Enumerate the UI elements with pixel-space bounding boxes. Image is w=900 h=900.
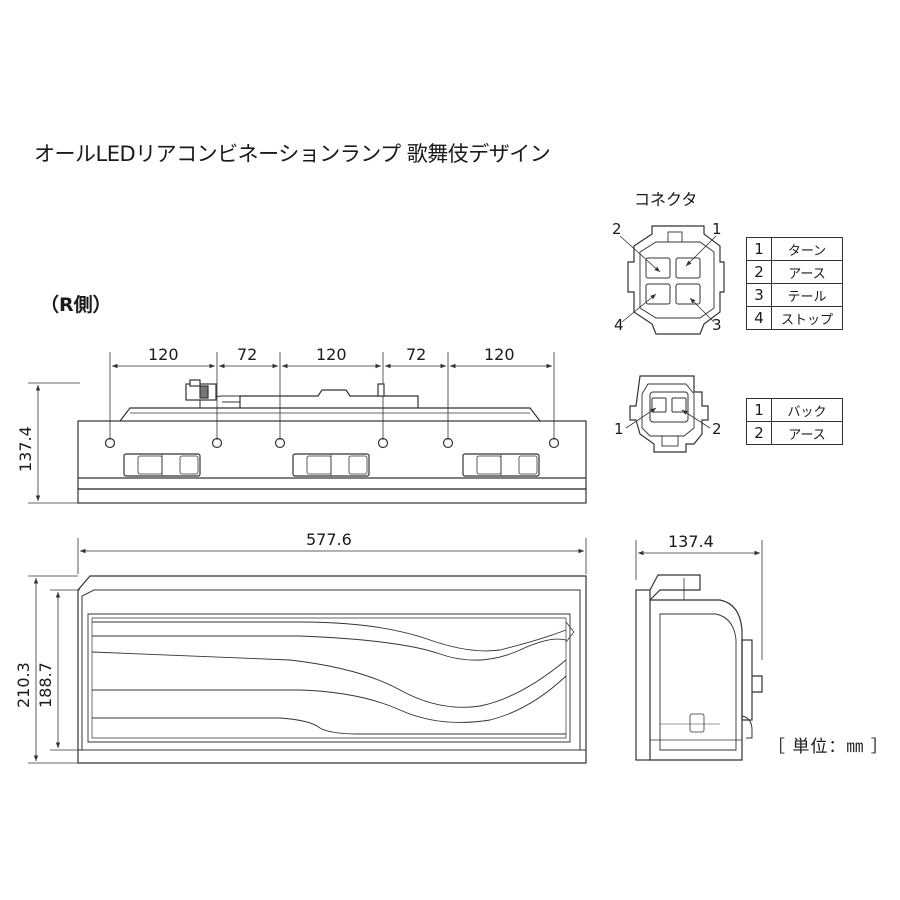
pin-function: ターン — [771, 237, 843, 261]
four-pin-callout-2: 2 — [612, 220, 622, 238]
four-pin-callout-1: 1 — [712, 220, 722, 238]
table-row: 4 ストップ — [746, 306, 843, 330]
table-row: 3 テール — [746, 283, 843, 307]
dim-front-height-outer: 210.3 — [14, 662, 33, 708]
pin-number: 2 — [746, 421, 772, 445]
top-view — [28, 352, 587, 504]
four-pin-connector — [619, 225, 725, 335]
four-pin-callout-3: 3 — [712, 316, 722, 334]
connector-title: コネクタ — [634, 190, 698, 209]
dim-spacing-1: 120 — [148, 345, 179, 364]
table-row: 1 バック — [746, 398, 843, 422]
page-title: オールLEDリアコンビネーションランプ 歌舞伎デザイン — [34, 142, 551, 166]
pin-function: アース — [771, 421, 843, 445]
pin-number: 3 — [746, 283, 772, 307]
front-view — [28, 538, 587, 764]
unit-note: ［ 単位：㎜ ］ — [768, 737, 889, 757]
pin-function: アース — [771, 260, 843, 284]
side-view — [635, 540, 763, 761]
side-label: （R側） — [40, 294, 112, 316]
two-pin-callout-2: 2 — [712, 420, 722, 438]
dim-spacing-3: 120 — [316, 345, 347, 364]
two-pin-connector — [625, 375, 711, 453]
dim-top-height: 137.4 — [16, 426, 35, 472]
two-pin-callout-1: 1 — [614, 420, 624, 438]
dim-spacing-5: 120 — [484, 345, 515, 364]
table-row: 2 アース — [746, 260, 843, 284]
pin-number: 1 — [746, 398, 772, 422]
dim-front-width: 577.6 — [306, 530, 352, 549]
four-pin-table: 1 ターン 2 アース 3 テール 4 ストップ — [746, 237, 843, 330]
dim-spacing-2: 72 — [237, 345, 257, 364]
dim-spacing-4: 72 — [406, 345, 426, 364]
pin-function: ストップ — [771, 306, 843, 330]
table-row: 1 ターン — [746, 237, 843, 261]
table-row: 2 アース — [746, 421, 843, 445]
pin-function: バック — [771, 398, 843, 422]
pin-number: 2 — [746, 260, 772, 284]
four-pin-callout-4: 4 — [614, 316, 624, 334]
pin-number: 4 — [746, 306, 772, 330]
dim-front-height-inner: 188.7 — [36, 662, 55, 708]
two-pin-table: 1 バック 2 アース — [746, 398, 843, 445]
dim-side-depth: 137.4 — [668, 532, 714, 551]
pin-function: テール — [771, 283, 843, 307]
pin-number: 1 — [746, 237, 772, 261]
